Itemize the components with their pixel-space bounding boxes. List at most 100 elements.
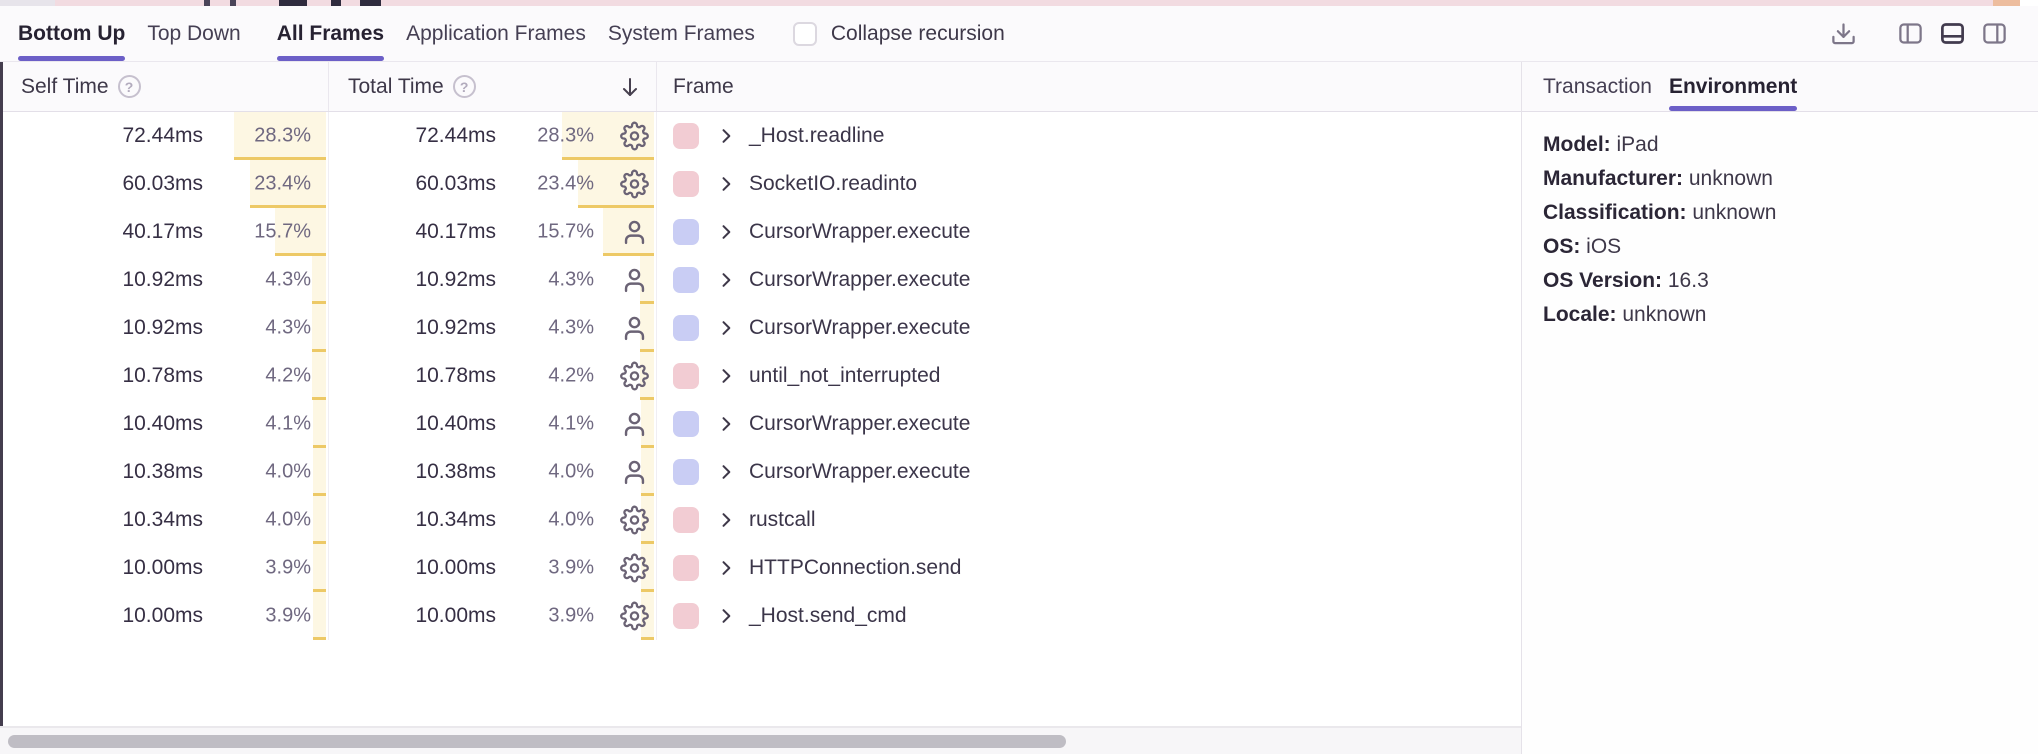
column-header-total-time[interactable]: Total Time ? [329,62,657,111]
horizontal-scrollbar[interactable] [0,726,1521,754]
frame-cell: _Host.readline [657,112,1521,160]
scrollbar-thumb[interactable] [8,735,1066,748]
help-icon[interactable]: ? [452,75,476,98]
frame-name[interactable]: rustcall [749,508,816,531]
layout-left-panel-button[interactable] [1897,20,1924,47]
table-row[interactable]: 10.00ms 3.9% 10.00ms 3.9% _Host.send_cmd [0,592,1521,640]
chevron-right-icon[interactable] [716,174,736,194]
frame-name[interactable]: _Host.send_cmd [749,604,907,627]
chevron-right-icon[interactable] [716,414,736,434]
table-row[interactable]: 10.00ms 3.9% 10.00ms 3.9% HTTPConnection… [0,544,1521,592]
download-button[interactable] [1830,20,1857,47]
frame-name[interactable]: SocketIO.readinto [749,172,918,195]
flamegraph-minimap-strip[interactable] [0,0,2038,6]
detail-field-os-version-: OS Version: 16.3 [1543,264,2017,298]
chevron-right-icon[interactable] [716,222,736,242]
tab-system-frames[interactable]: System Frames [608,6,755,61]
self-time-cell: 10.00ms 3.9% [0,544,329,592]
user-icon[interactable] [620,218,649,247]
frame-color-swatch [673,411,699,437]
gear-icon[interactable] [620,505,649,535]
frame-name[interactable]: CursorWrapper.execute [749,316,971,339]
chevron-right-icon[interactable] [716,558,736,578]
user-icon[interactable] [620,266,649,295]
frame-name[interactable]: HTTPConnection.send [749,556,962,579]
user-icon[interactable] [620,314,649,343]
table-row[interactable]: 10.78ms 4.2% 10.78ms 4.2% until_not_inte… [0,352,1521,400]
self-time-percent-bar [312,304,326,352]
tab-top-down[interactable]: Top Down [147,6,240,61]
tab-application-frames[interactable]: Application Frames [406,6,586,61]
tab-all-frames[interactable]: All Frames [276,6,385,61]
panel-tab-environment[interactable]: Environment [1668,62,1798,111]
layout-right-panel-button[interactable] [1981,20,2008,47]
frame-name[interactable]: CursorWrapper.execute [749,412,971,435]
frame-header-label: Frame [673,74,734,98]
tab-bottom-up[interactable]: Bottom Up [18,6,126,61]
frame-name[interactable]: CursorWrapper.execute [749,268,971,291]
gear-icon[interactable] [620,361,649,391]
panel-tab-transaction[interactable]: Transaction [1543,62,1652,111]
user-icon[interactable] [620,458,649,487]
table-row[interactable]: 10.92ms 4.3% 10.92ms 4.3% CursorWrapper.… [0,304,1521,352]
layout-left-panel-icon [1897,20,1924,47]
table-row[interactable]: 40.17ms 15.7% 40.17ms 15.7% CursorWrappe… [0,208,1521,256]
chevron-right-icon[interactable] [716,510,736,530]
column-header-frame[interactable]: Frame [657,62,1521,111]
frame-name[interactable]: until_not_interrupted [749,364,941,387]
total-time-cell: 10.40ms 4.1% [329,400,657,448]
table-header: Self Time ? Total Time ? Frame [0,62,1521,112]
self-time-percent: 3.9% [265,556,311,579]
frame-name[interactable]: CursorWrapper.execute [749,460,971,483]
chevron-right-icon[interactable] [716,270,736,290]
frame-name[interactable]: CursorWrapper.execute [749,220,971,243]
total-time-value: 40.17ms [415,220,496,243]
table-row[interactable]: 10.38ms 4.0% 10.38ms 4.0% CursorWrapper.… [0,448,1521,496]
user-icon[interactable] [620,410,649,439]
gear-icon[interactable] [620,553,649,583]
frame-cell: CursorWrapper.execute [657,208,1521,256]
help-icon[interactable]: ? [117,75,141,98]
total-time-percent-bar [640,256,654,304]
self-time-percent: 4.3% [265,316,311,339]
field-label: OS: [1543,235,1581,258]
chevron-right-icon[interactable] [716,318,736,338]
table-row[interactable]: 72.44ms 28.3% 72.44ms 28.3% _Host.readli… [0,112,1521,160]
self-time-cell: 10.00ms 3.9% [0,592,329,640]
layout-bottom-panel-button[interactable] [1939,20,1966,47]
total-time-percent: 4.0% [548,508,594,531]
column-header-self-time[interactable]: Self Time ? [0,62,329,111]
chevron-right-icon[interactable] [716,462,736,482]
total-time-value: 10.92ms [415,316,496,339]
collapse-recursion-toggle[interactable]: Collapse recursion [792,6,1005,61]
total-time-cell: 60.03ms 23.4% [329,160,657,208]
chevron-right-icon[interactable] [716,366,736,386]
total-time-percent: 4.0% [548,460,594,483]
detail-field-manufacturer-: Manufacturer: unknown [1543,162,2017,196]
table-row[interactable]: 10.34ms 4.0% 10.34ms 4.0% rustcall [0,496,1521,544]
gear-icon[interactable] [620,601,649,631]
self-time-percent-bar [313,448,326,496]
collapse-recursion-checkbox[interactable] [792,21,817,46]
self-time-percent: 4.1% [265,412,311,435]
table-row[interactable]: 10.40ms 4.1% 10.40ms 4.1% CursorWrapper.… [0,400,1521,448]
total-time-cell: 10.00ms 3.9% [329,592,657,640]
total-time-cell: 10.78ms 4.2% [329,352,657,400]
chevron-right-icon[interactable] [716,606,736,626]
frame-color-swatch [673,507,699,533]
chevron-right-icon[interactable] [716,126,736,146]
table-row[interactable]: 60.03ms 23.4% 60.03ms 23.4% SocketIO.rea… [0,160,1521,208]
total-time-percent-bar [578,160,654,208]
field-label: Manufacturer: [1543,167,1684,190]
gear-icon[interactable] [620,169,649,199]
sort-descending-icon[interactable] [618,75,642,99]
table-row[interactable]: 10.92ms 4.3% 10.92ms 4.3% CursorWrapper.… [0,256,1521,304]
total-time-value: 10.40ms [415,412,496,435]
detail-field-model-: Model: iPad [1543,128,2017,162]
frame-color-swatch [673,603,699,629]
frame-filter-tabs: All Frames Application Frames System Frame… [276,6,777,61]
frame-name[interactable]: _Host.readline [749,124,885,147]
gear-icon[interactable] [620,121,649,151]
field-label: Locale: [1543,303,1617,326]
